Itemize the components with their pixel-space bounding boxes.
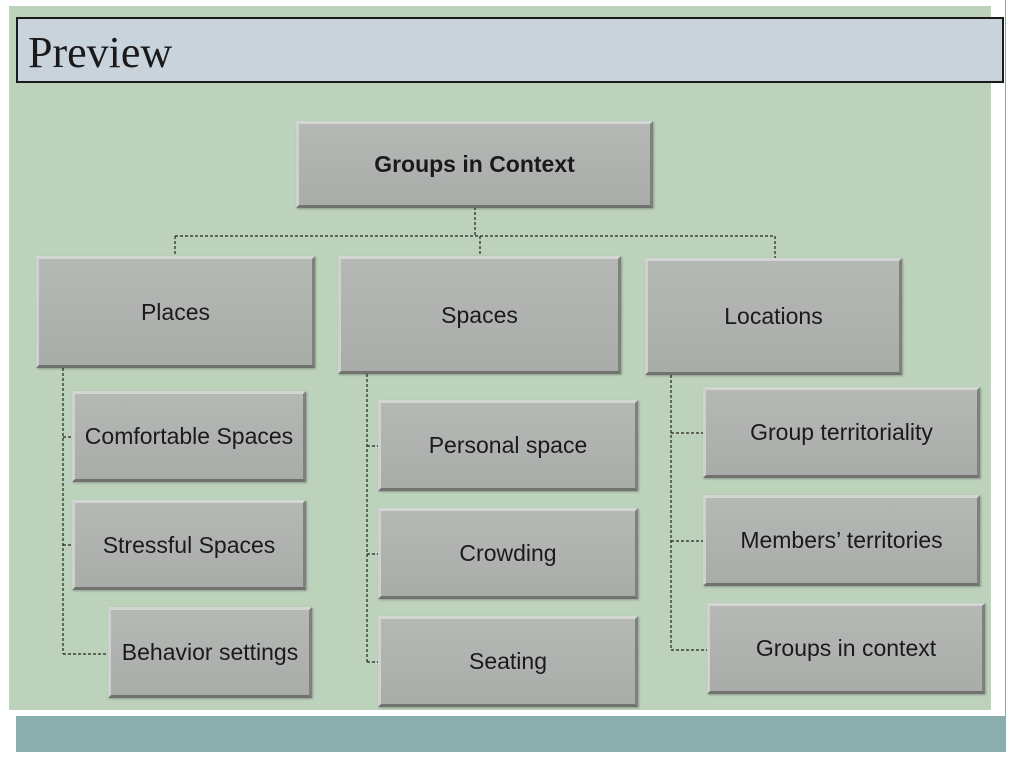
node-spaces: Spaces bbox=[338, 256, 621, 374]
node-groups-in-context: Groups in context bbox=[707, 603, 985, 694]
node-places: Places bbox=[36, 256, 315, 368]
node-root: Groups in Context bbox=[296, 121, 653, 208]
node-locations: Locations bbox=[645, 258, 902, 375]
node-members-territories-label: Members’ territories bbox=[740, 527, 943, 553]
node-behavior-settings: Behavior settings bbox=[108, 607, 312, 698]
node-groups-in-context-label: Groups in context bbox=[755, 635, 937, 661]
node-seating: Seating bbox=[378, 616, 638, 707]
node-stressful-spaces: Stressful Spaces bbox=[72, 500, 306, 590]
node-members-territories: Members’ territories bbox=[703, 495, 980, 586]
node-stressful-spaces-label: Stressful Spaces bbox=[102, 531, 276, 558]
page-title: Preview bbox=[28, 28, 173, 77]
node-locations-label: Locations bbox=[724, 303, 823, 329]
node-group-territoriality-label: Group territoriality bbox=[750, 419, 933, 445]
node-personal-space-label: Personal space bbox=[428, 432, 588, 458]
node-personal-space: Personal space bbox=[378, 400, 638, 491]
node-spaces-label: Spaces bbox=[441, 301, 518, 328]
node-comfortable-spaces: Comfortable Spaces bbox=[72, 391, 306, 482]
title-bar: Preview bbox=[16, 17, 1004, 83]
node-crowding: Crowding bbox=[378, 508, 638, 599]
footer-bar bbox=[16, 716, 1006, 752]
node-group-territoriality: Group territoriality bbox=[703, 387, 980, 478]
node-seating-label: Seating bbox=[468, 648, 547, 674]
node-behavior-settings-label: Behavior settings bbox=[121, 639, 299, 665]
node-places-label: Places bbox=[140, 299, 211, 325]
node-crowding-label: Crowding bbox=[459, 540, 557, 566]
slide-edge-line bbox=[1005, 0, 1006, 752]
node-comfortable-spaces-label: Comfortable Spaces bbox=[84, 423, 294, 449]
node-root-label: Groups in Context bbox=[374, 151, 575, 177]
